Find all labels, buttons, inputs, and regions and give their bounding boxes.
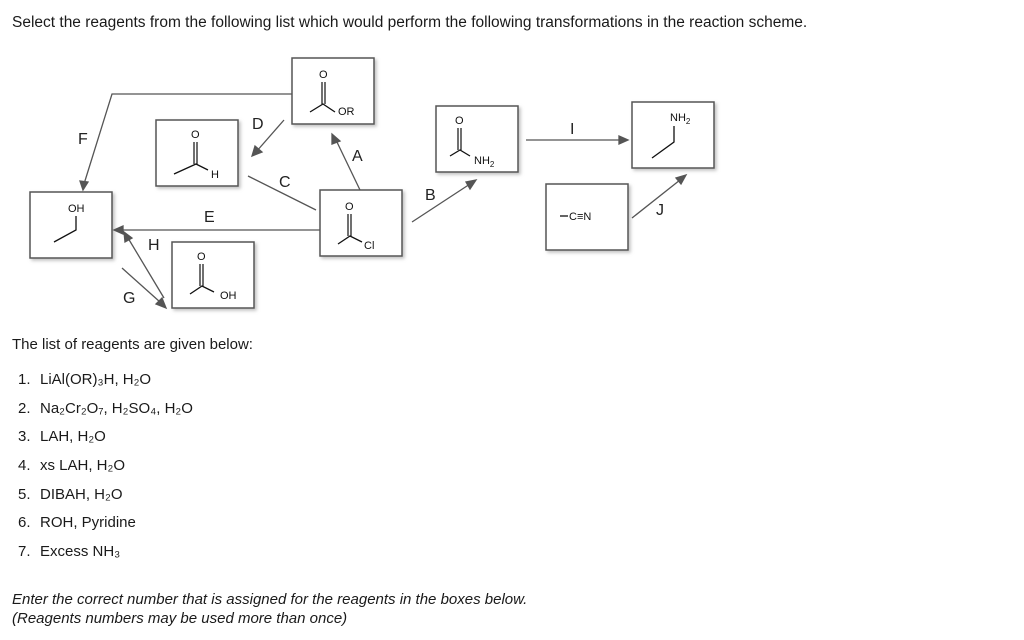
ester-oxygen-label: O bbox=[319, 69, 328, 81]
aldehyde-molecule: O H bbox=[155, 119, 239, 187]
label-d: D bbox=[252, 116, 264, 133]
amide-molecule: O NH2 bbox=[435, 105, 519, 173]
reagent-text: LAH, H₂O bbox=[40, 428, 106, 446]
reagent-item: 1.LiAl(OR)₃H, H₂O bbox=[18, 371, 152, 388]
question-prompt: Select the reagents from the following l… bbox=[12, 14, 808, 31]
acid-chloride-oxygen-label: O bbox=[345, 201, 354, 213]
carboxylic-acid-oxygen-label: O bbox=[197, 251, 206, 263]
aldehyde-h-label: H bbox=[211, 169, 219, 181]
label-a: A bbox=[352, 148, 363, 165]
arrow-j bbox=[631, 179, 681, 219]
label-g: G bbox=[123, 290, 135, 307]
amide-oxygen-label: O bbox=[455, 115, 464, 127]
label-e: E bbox=[204, 209, 215, 226]
amine-molecule: NH2 bbox=[631, 101, 715, 169]
reagent-item: 3.LAH, H₂O bbox=[18, 428, 106, 446]
ester-or-label: OR bbox=[338, 106, 355, 118]
arrow-f bbox=[83, 93, 292, 185]
label-c: C bbox=[279, 174, 291, 191]
label-i: I bbox=[570, 121, 574, 138]
reagent-item: 2.Na₂Cr₂O₇, H₂SO₄, H₂O bbox=[18, 399, 193, 417]
reagent-text: ROH, Pyridine bbox=[40, 514, 136, 532]
arrow-a bbox=[335, 139, 361, 191]
ester-molecule: O OR bbox=[291, 57, 375, 125]
reagent-text: Excess NH₃ bbox=[40, 543, 121, 561]
reagent-list: 1.LiAl(OR)₃H, H₂O 2.Na₂Cr₂O₇, H₂SO₄, H₂O… bbox=[18, 366, 193, 567]
arrow-h bbox=[127, 237, 165, 299]
reagent-item: 7.Excess NH₃ bbox=[18, 543, 121, 561]
reagent-item: 6.ROH, Pyridine bbox=[18, 514, 136, 532]
arrow-b bbox=[411, 183, 471, 223]
reaction-arrows bbox=[79, 93, 688, 310]
reagent-item: 5.DIBAH, H₂O bbox=[18, 485, 123, 503]
arrow-d bbox=[255, 119, 285, 153]
arrow-c bbox=[247, 175, 317, 211]
instructions: Enter the correct number that is assigne… bbox=[12, 590, 527, 628]
acid-chloride-cl-label: Cl bbox=[364, 240, 374, 252]
reagents-intro: The list of reagents are given below: bbox=[12, 336, 253, 353]
amide-nh2-label: NH2 bbox=[474, 155, 495, 169]
alcohol-molecule: OH bbox=[29, 191, 113, 259]
alcohol-oh-label: OH bbox=[68, 203, 85, 215]
label-j: J bbox=[656, 202, 664, 219]
label-b: B bbox=[425, 187, 436, 204]
acid-chloride-molecule: O Cl bbox=[319, 189, 403, 257]
carboxylic-acid-oh-label: OH bbox=[220, 290, 237, 302]
reagent-text: DIBAH, H₂O bbox=[40, 485, 123, 503]
aldehyde-oxygen-label: O bbox=[191, 129, 200, 141]
instructions-line2: (Reagents numbers may be used more than … bbox=[12, 610, 348, 627]
instructions-line1: Enter the correct number that is assigne… bbox=[12, 591, 528, 608]
carboxylic-acid-molecule: O OH bbox=[171, 241, 255, 309]
amine-nh2-label: NH2 bbox=[670, 112, 691, 126]
nitrile-cn-label: C≡N bbox=[569, 211, 591, 223]
label-f: F bbox=[78, 131, 88, 148]
reaction-scheme: O OR O H O NH2 NH2 OH O Cl C bbox=[29, 57, 715, 310]
reagent-text: Na₂Cr₂O₇, H₂SO₄, H₂O bbox=[40, 399, 193, 417]
reagent-item: 4.xs LAH, H₂O bbox=[18, 457, 126, 475]
reagent-text: LiAl(OR)₃H, H₂O bbox=[40, 371, 152, 388]
arrow-g bbox=[121, 267, 161, 303]
reagent-text: xs LAH, H₂O bbox=[40, 457, 126, 475]
reaction-labels: A B C D E F G H I J bbox=[78, 116, 664, 307]
label-h: H bbox=[148, 237, 160, 254]
nitrile-molecule: C≡N bbox=[545, 183, 629, 251]
